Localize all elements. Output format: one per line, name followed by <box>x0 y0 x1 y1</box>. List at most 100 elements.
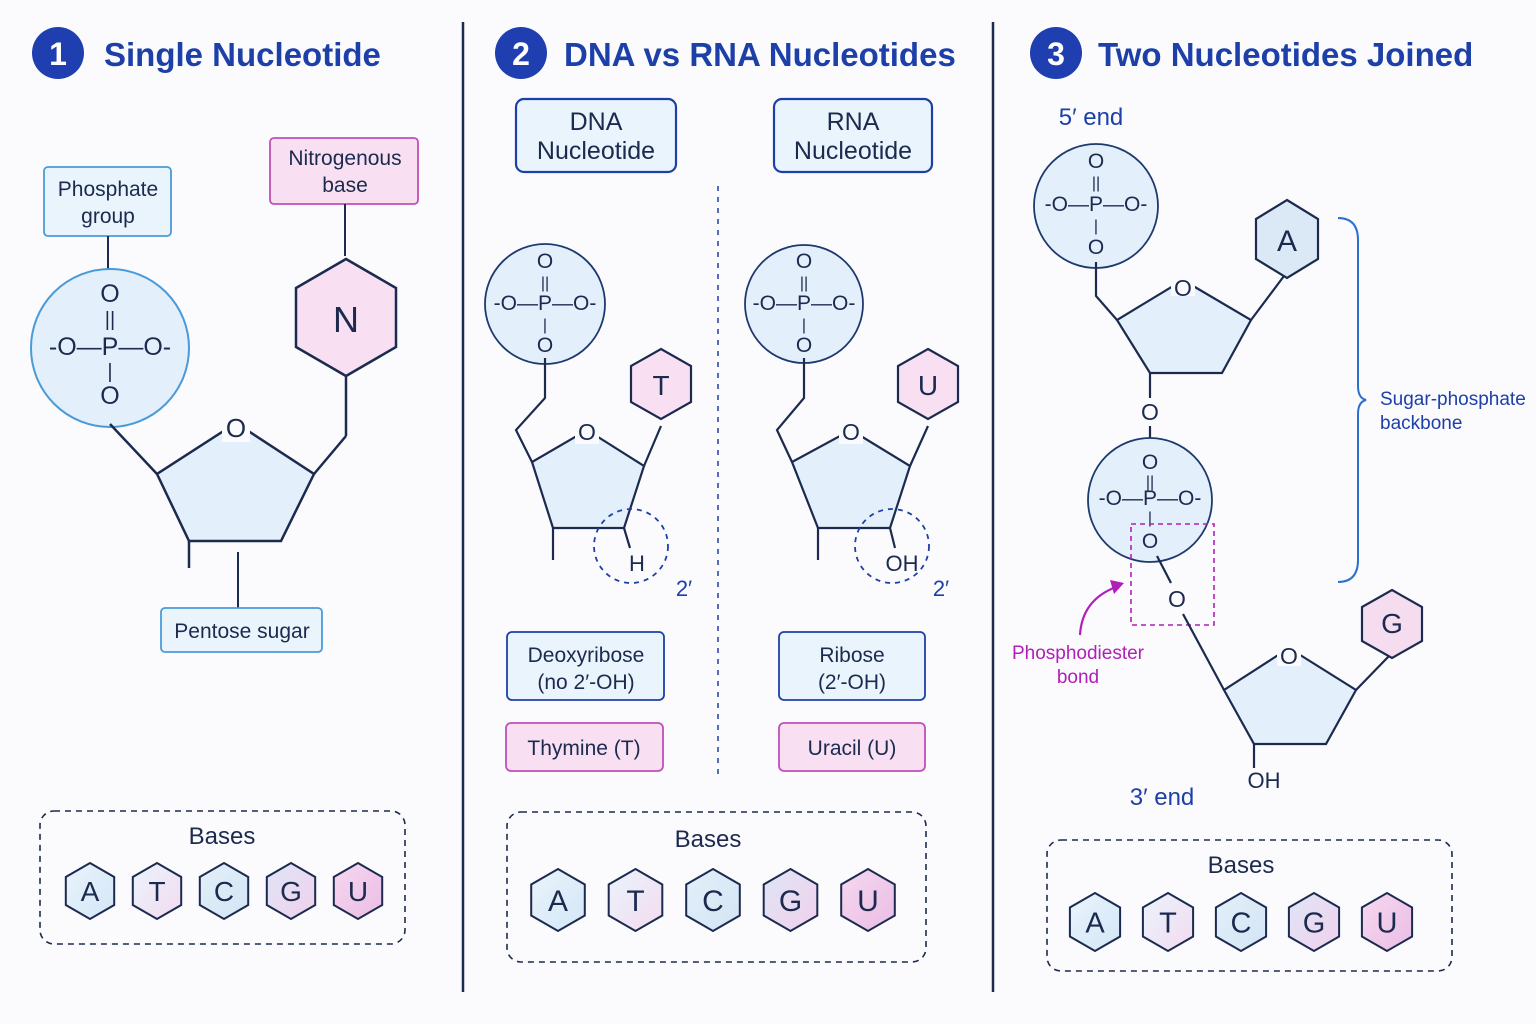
base-hexagon-a <box>64 861 116 921</box>
panel-two-nucleotides: 3 Two Nucleotides Joined 5′ end O || -O—… <box>1012 27 1526 972</box>
top-sugar-ring <box>1115 278 1253 375</box>
dna-header-line2: Nucleotide <box>537 137 655 165</box>
panel-title: DNA vs RNA Nucleotides <box>564 36 956 73</box>
step-number: 3 <box>1047 36 1065 72</box>
phosphate-oxygen-top: O <box>796 250 812 273</box>
c2-to-oh-bond <box>888 527 897 549</box>
phosphate-group-label-line2: group <box>81 205 135 228</box>
adenine-hexagon <box>1254 198 1320 280</box>
three-prime-end-label: 3′ end <box>1130 784 1195 811</box>
two-prime-hydrogen: H <box>629 551 645 576</box>
phosphate-oxygen-bottom: O <box>1088 236 1104 259</box>
phosphate-single-bond: | <box>107 361 112 383</box>
phosphate-double-bond: || <box>1092 175 1100 192</box>
base-hexagon-t <box>607 867 664 933</box>
base-hexagon-u <box>332 861 384 921</box>
ring-oxygen-mask <box>839 420 863 444</box>
phosphate-oxygen-top: O <box>1088 150 1104 173</box>
base-hexagon-a <box>1068 891 1122 953</box>
base-letter: U <box>1377 907 1398 939</box>
step-number: 2 <box>512 36 530 72</box>
base-hexagon-a <box>530 867 586 933</box>
ribose-ring <box>790 428 912 530</box>
bases-legend-title: Bases <box>1208 852 1275 879</box>
base-hexagon-c <box>198 861 250 921</box>
phosphate-double-bond: || <box>105 309 115 331</box>
ring-oxygen: O <box>226 413 246 443</box>
deoxyribose-label-box <box>506 631 665 701</box>
phosphate-to-oxygen-bond <box>1156 555 1172 584</box>
deoxyribose-label-line1: Deoxyribose <box>528 644 645 667</box>
sugar-to-base-bond <box>642 425 663 467</box>
base-letter: T <box>652 370 669 401</box>
deoxyribose-label-line2: (no 2′-OH) <box>537 671 634 694</box>
pentose-sugar-ring <box>155 421 316 543</box>
sugar-to-base-bond <box>313 435 347 475</box>
dna-nucleotide: O || -O—P—O- | O O T H 2′ <box>484 243 692 601</box>
bottom-sugar-ring <box>1222 646 1358 746</box>
phosphate-row: -O—P—O- <box>753 292 856 315</box>
base-letter: U <box>857 885 879 918</box>
base-letter: T <box>626 885 644 918</box>
base-letter: A <box>1277 225 1297 258</box>
base-hexagon-t <box>1141 891 1195 953</box>
nitrogenous-base-label-line1: Nitrogenous <box>288 147 401 170</box>
rna-header-line2: Nucleotide <box>794 137 912 165</box>
phosphate-double-bond: || <box>1146 474 1154 491</box>
base-letter: A <box>548 885 568 918</box>
phosphate-single-bond: | <box>543 317 547 334</box>
deoxyribose-ring <box>530 428 646 530</box>
base-letter: U <box>348 876 368 907</box>
base-letter: C <box>1231 907 1252 939</box>
rna-header-line1: RNA <box>827 108 880 136</box>
ring-oxygen: O <box>1280 643 1298 669</box>
phosphate-single-bond: | <box>802 317 806 334</box>
ring-oxygen-mask <box>575 420 599 444</box>
step-number: 1 <box>49 36 67 72</box>
nitrogenous-base-label-line2: base <box>322 174 368 197</box>
rna-nucleotide: O || -O—P—O- | O O U OH 2′ <box>744 244 960 601</box>
arrow-head <box>1110 580 1124 594</box>
phosphodiester-label-line1: Phosphodiester <box>1012 643 1145 664</box>
phosphate-oxygen-bottom: O <box>100 382 119 410</box>
dna-header-line1: DNA <box>570 108 623 136</box>
base-hexagon-u <box>1360 891 1414 953</box>
guanine-hexagon <box>1360 588 1424 660</box>
base-hexagon-g <box>1287 891 1341 953</box>
panel-title: Two Nucleotides Joined <box>1098 36 1473 73</box>
bases-legend-box <box>1046 839 1453 972</box>
base-hexagon-t <box>131 861 183 921</box>
step-badge <box>495 27 547 79</box>
step-badge <box>32 27 84 79</box>
phosphate-oxygen-top: O <box>100 280 119 308</box>
sugar-to-base-bond <box>1250 275 1285 321</box>
base-letter: C <box>214 876 234 907</box>
phosphate-oxygen-bottom: O <box>796 334 812 357</box>
ring-oxygen-mask <box>1277 642 1301 666</box>
base-letter: N <box>333 299 359 340</box>
step-badge <box>1030 27 1082 79</box>
uracil-label: Uracil (U) <box>808 737 897 760</box>
base-hexagon-c <box>1214 891 1268 953</box>
backbone-bracket <box>1337 217 1367 583</box>
phosphate-formula: O || -O—P—O- | O <box>49 280 171 410</box>
bases-legend-box <box>39 810 406 945</box>
oxygen-to-sugar-bond <box>1182 613 1225 691</box>
base-letter: G <box>280 876 302 907</box>
ring-oxygen: O <box>1174 275 1192 301</box>
phosphate-oxygen-bottom: O <box>537 334 553 357</box>
backbone-label-line1: Sugar-phosphate <box>1380 389 1526 410</box>
phosphate-single-bond: | <box>1148 510 1152 527</box>
c2-to-h-bond <box>622 527 632 549</box>
base-letter: T <box>148 876 165 907</box>
ribose-label-line1: Ribose <box>819 644 884 667</box>
phosphate-to-sugar-bond <box>1094 262 1118 321</box>
phosphate-double-bond: || <box>800 275 808 292</box>
ring-oxygen: O <box>578 419 596 445</box>
phosphate-group <box>30 268 190 428</box>
phosphate-group-label-line1: Phosphate <box>58 178 158 201</box>
uracil-label-box <box>778 722 926 772</box>
sugar-to-base-bond <box>908 425 930 467</box>
